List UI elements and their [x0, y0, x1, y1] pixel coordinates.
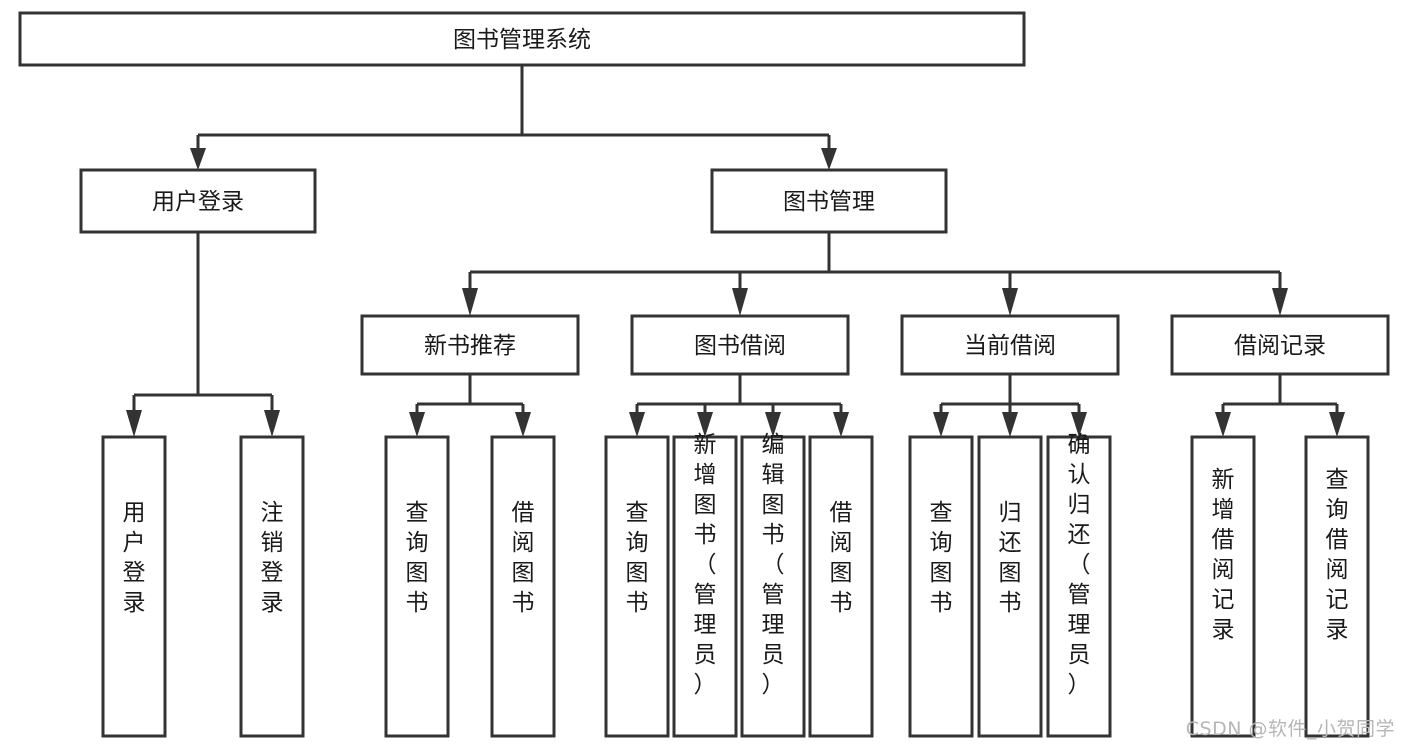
arrow-bb-leaf-3: [765, 412, 781, 437]
node-current-borrow-box[interactable]: [900, 314, 1120, 376]
arrow-ul-leaf-2: [264, 410, 280, 437]
arrow-bb-leaf-2: [697, 412, 713, 437]
leaf-label: 新增借阅记录: [1212, 467, 1235, 643]
leaf-box[interactable]: [490, 435, 556, 738]
leaf-box[interactable]: [808, 435, 874, 738]
node-new-book-recommend-label: 新书推荐: [424, 333, 516, 359]
leaf-box[interactable]: [908, 435, 974, 738]
arrow-cb-leaf-1: [933, 412, 949, 437]
node-book-borrow[interactable]: 图书借阅: [630, 314, 850, 376]
leaf-box[interactable]: [977, 435, 1043, 738]
leaf-label: 借阅图书: [512, 500, 535, 616]
leaf-box[interactable]: [384, 435, 450, 738]
leaf-new-book-borrow[interactable]: 借阅图书: [490, 435, 556, 738]
leaf-record-add[interactable]: 新增借阅记录: [1190, 435, 1256, 738]
arrow-ul-leaf-1: [126, 410, 142, 437]
arrow-nb-leaf-1: [409, 412, 425, 437]
leaf-label: 借阅图书: [830, 500, 853, 616]
leaf-user-login-login[interactable]: 用户登录: [101, 435, 167, 738]
node-book-borrow-box[interactable]: [630, 314, 850, 376]
leaf-label: 新增图书（管理员）: [694, 432, 717, 698]
leaf-current-query-book[interactable]: 查询图书: [908, 435, 974, 738]
leaf-box[interactable]: [1046, 435, 1112, 738]
node-user-login-label: 用户登录: [152, 189, 244, 215]
node-current-borrow-label: 当前借阅: [964, 333, 1056, 359]
arrow-nb-leaf-2: [515, 412, 531, 437]
node-book-management-label: 图书管理: [783, 189, 875, 215]
arrow-to-new-book: [462, 288, 478, 316]
leaf-borrow-borrow-book[interactable]: 借阅图书: [808, 435, 874, 738]
leaf-label: 确认归还（管理员）: [1068, 432, 1091, 698]
leaf-box[interactable]: [239, 435, 305, 738]
leaf-current-confirm-return[interactable]: 确认归还（管理员）: [1046, 432, 1112, 738]
arrow-to-book-mgmt: [821, 148, 837, 170]
leaf-box[interactable]: [672, 435, 738, 738]
node-current-borrow[interactable]: 当前借阅: [900, 314, 1120, 376]
arrow-bb-leaf-1: [629, 412, 645, 437]
leaf-label: 编辑图书（管理员）: [762, 432, 785, 698]
leaf-record-query[interactable]: 查询借阅记录: [1304, 435, 1370, 738]
connector-layer: [126, 65, 1345, 437]
leaf-label: 查询图书: [626, 500, 649, 616]
arrow-to-current-borrow: [1002, 288, 1018, 316]
node-user-login-box[interactable]: [79, 168, 317, 234]
leaf-borrow-add-book[interactable]: 新增图书（管理员）: [672, 432, 738, 738]
leaf-box[interactable]: [101, 435, 167, 738]
leaf-box[interactable]: [740, 435, 806, 738]
arrow-bb-leaf-4: [833, 412, 849, 437]
leaf-label: 查询图书: [930, 500, 953, 616]
arrow-br-leaf-1: [1215, 412, 1231, 437]
arrow-to-book-borrow: [732, 288, 748, 316]
node-root-label: 图书管理系统: [453, 27, 591, 53]
leaf-box[interactable]: [1190, 435, 1256, 738]
leaf-label: 查询借阅记录: [1326, 467, 1349, 643]
node-new-book-recommend[interactable]: 新书推荐: [360, 314, 580, 376]
node-root-system[interactable]: 图书管理系统: [18, 11, 1026, 67]
csdn-watermark: CSDN @软件_小贺同学: [1185, 718, 1395, 740]
arrow-cb-leaf-2: [1002, 412, 1018, 437]
node-borrow-record[interactable]: 借阅记录: [1170, 314, 1390, 376]
leaf-label: 用户登录: [123, 500, 146, 616]
node-book-management-box[interactable]: [710, 168, 948, 234]
leaf-borrow-edit-book[interactable]: 编辑图书（管理员）: [740, 432, 806, 738]
leaf-label: 注销登录: [261, 500, 284, 616]
leaf-label: 归还图书: [999, 500, 1022, 616]
leaf-user-login-logout[interactable]: 注销登录: [239, 435, 305, 738]
node-new-book-recommend-box[interactable]: [360, 314, 580, 376]
leaf-borrow-query-book[interactable]: 查询图书: [604, 435, 670, 738]
node-book-borrow-label: 图书借阅: [694, 333, 786, 359]
leaf-label: 查询图书: [406, 500, 429, 616]
arrow-to-borrow-record: [1272, 288, 1288, 316]
leaf-box[interactable]: [604, 435, 670, 738]
arrow-cb-leaf-3: [1071, 412, 1087, 437]
leaf-current-return-book[interactable]: 归还图书: [977, 435, 1043, 738]
node-borrow-record-label: 借阅记录: [1234, 333, 1326, 359]
node-user-login[interactable]: 用户登录: [79, 168, 317, 234]
arrow-to-user-login: [190, 148, 206, 170]
node-root-box[interactable]: [18, 11, 1026, 67]
node-book-management[interactable]: 图书管理: [710, 168, 948, 234]
arrow-br-leaf-2: [1329, 412, 1345, 437]
leaf-new-book-query[interactable]: 查询图书: [384, 435, 450, 738]
leaf-box[interactable]: [1304, 435, 1370, 738]
node-borrow-record-box[interactable]: [1170, 314, 1390, 376]
